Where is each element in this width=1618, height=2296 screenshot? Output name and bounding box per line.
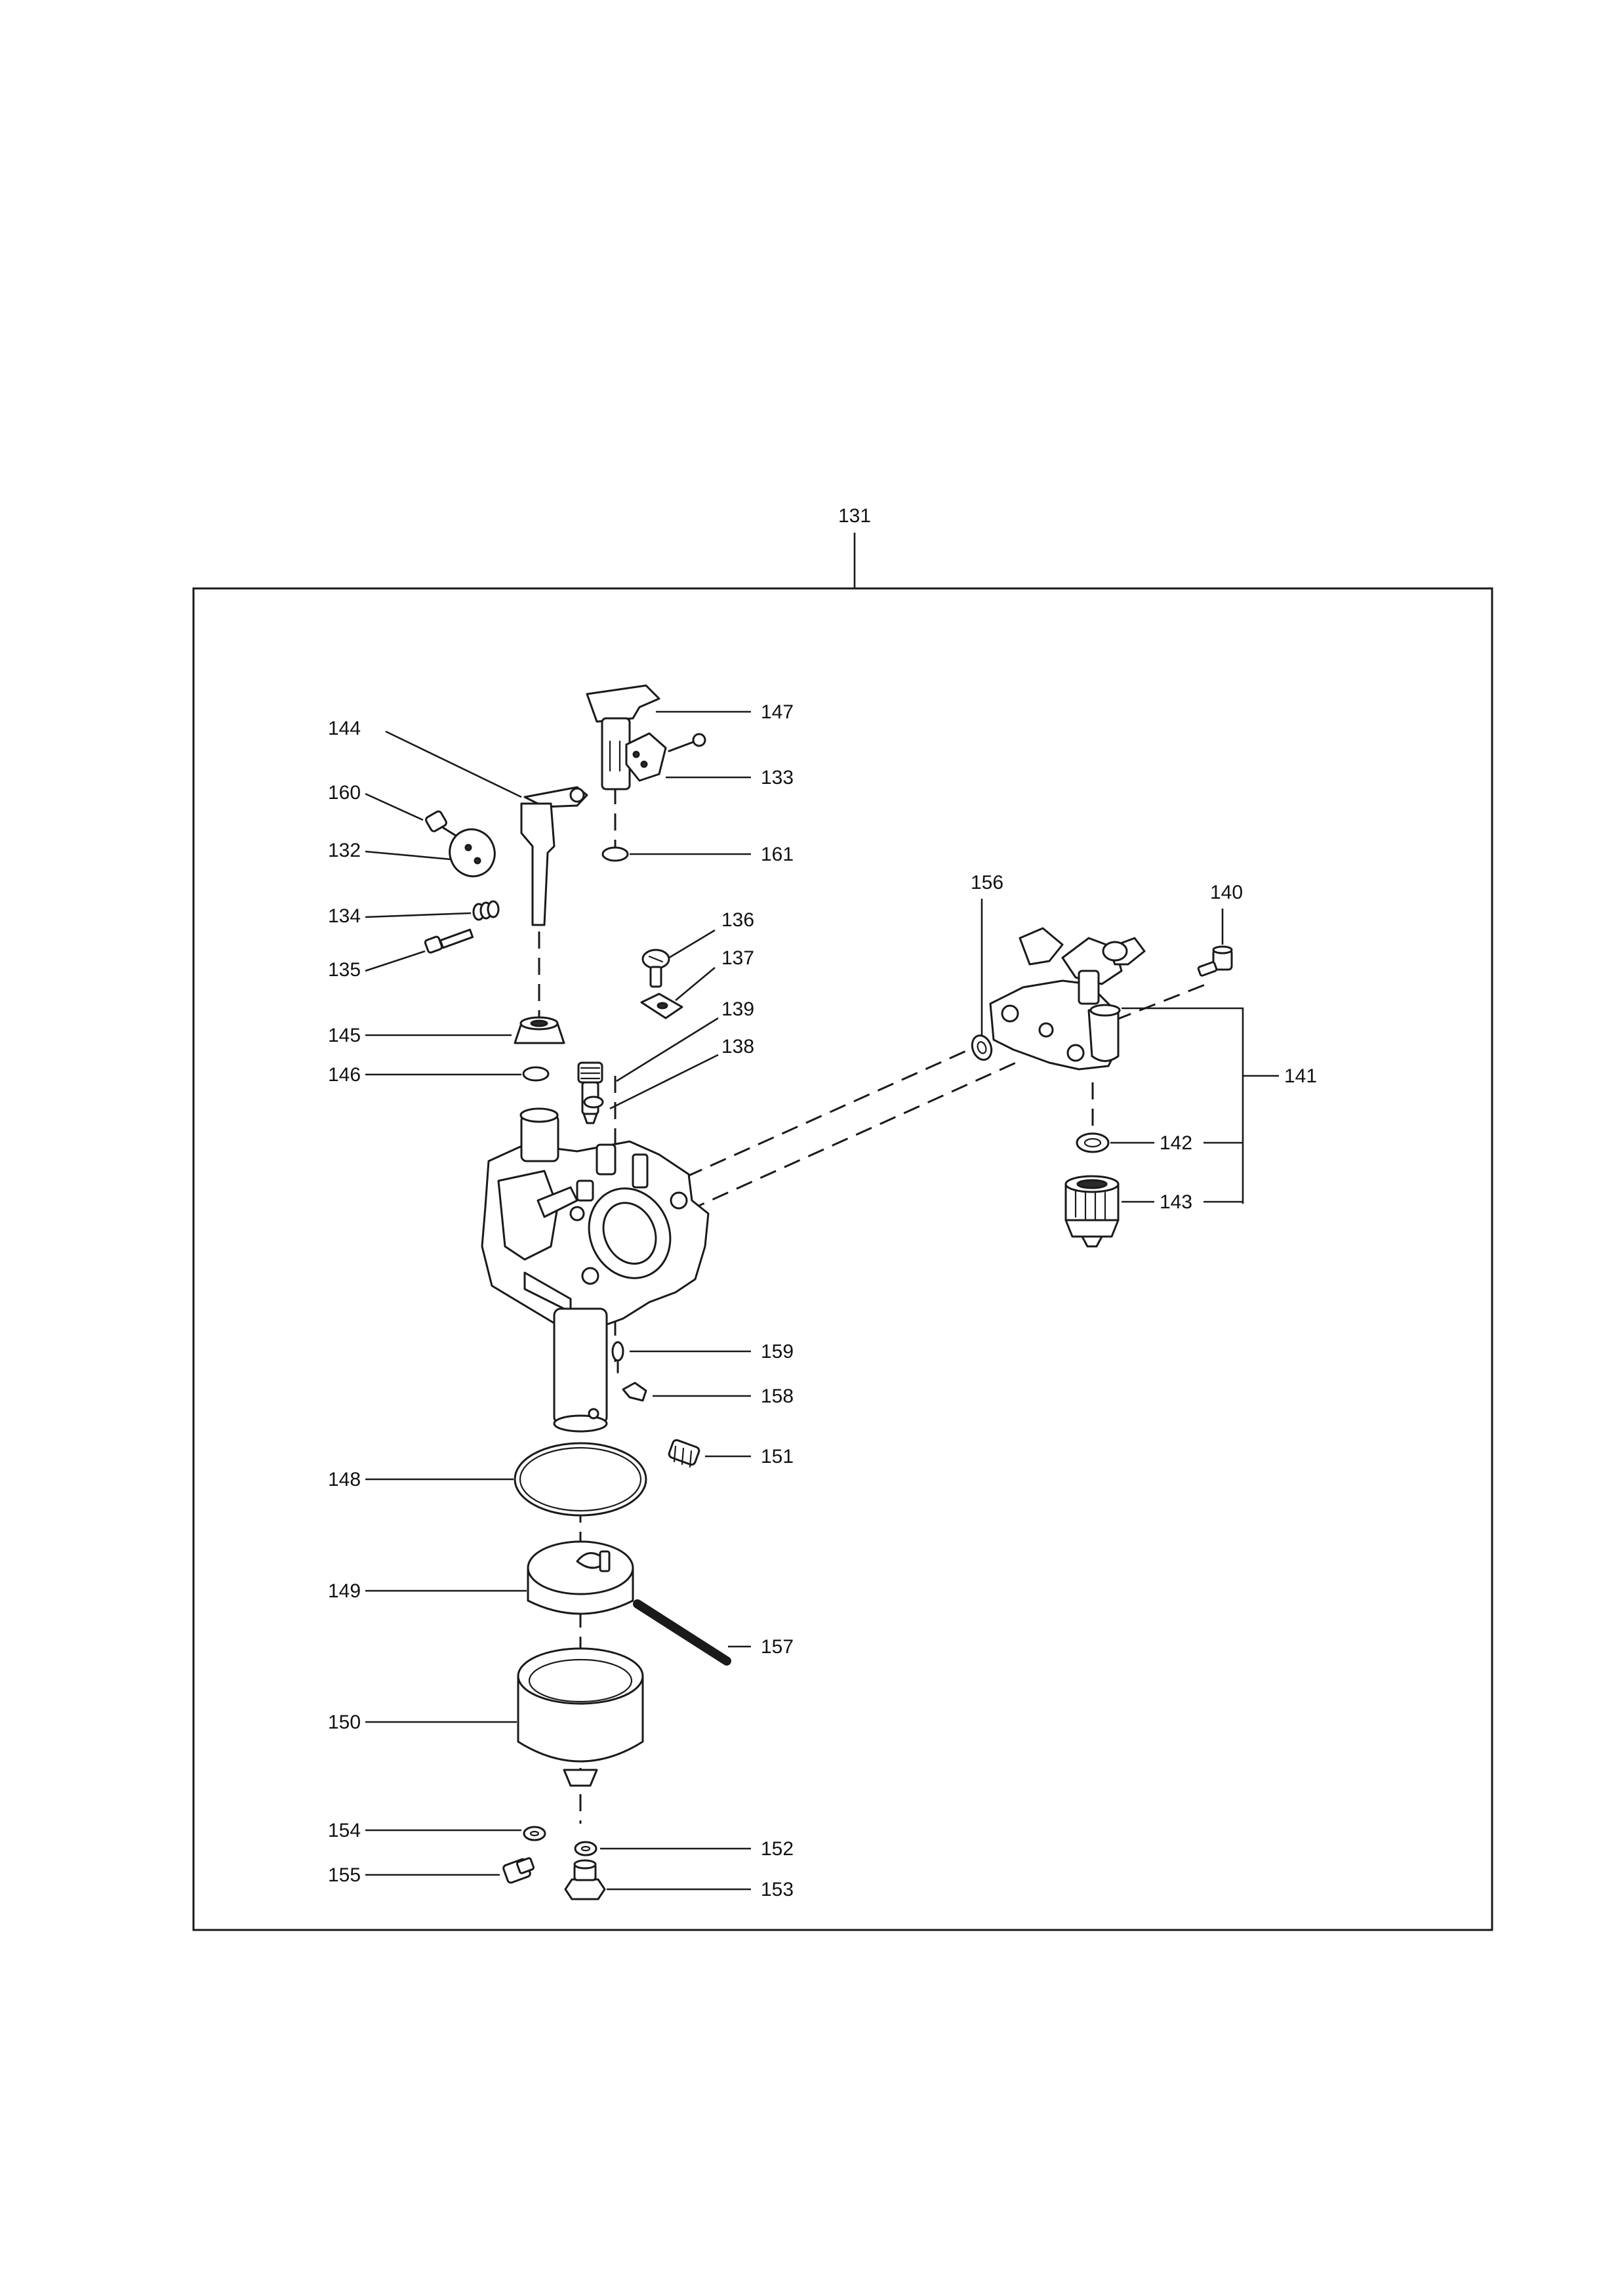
float-part-149 xyxy=(527,1540,634,1615)
label-145: 145 xyxy=(328,1025,361,1046)
label-150: 150 xyxy=(328,1712,361,1733)
label-134: 134 xyxy=(328,905,361,927)
gasket-part-156 xyxy=(971,1035,993,1061)
fuel-cup-part-143 xyxy=(1064,1175,1120,1248)
label-132: 132 xyxy=(328,840,361,861)
throttle-plate-part-133 xyxy=(625,732,706,782)
spring-part-134 xyxy=(472,900,500,921)
bracket-part-137 xyxy=(640,993,683,1019)
label-159: 159 xyxy=(761,1341,794,1363)
leader-132 xyxy=(365,850,452,861)
screw-part-135 xyxy=(424,928,474,954)
label-136: 136 xyxy=(721,909,754,931)
choke-plate-part-132 xyxy=(449,828,496,878)
o-ring-part-161 xyxy=(601,846,629,862)
label-144: 144 xyxy=(328,718,361,739)
label-141: 141 xyxy=(1284,1065,1317,1087)
axis-bolt-140 xyxy=(1114,983,1207,1021)
label-151: 151 xyxy=(761,1446,794,1467)
label-148: 148 xyxy=(328,1469,361,1490)
leader-136 xyxy=(668,929,716,959)
o-ring-part-138 xyxy=(583,1096,604,1109)
choke-shaft-part-144 xyxy=(520,786,588,926)
float-pin-part-157 xyxy=(633,1599,731,1666)
main-jet-part-139 xyxy=(577,1061,603,1124)
label-158: 158 xyxy=(761,1385,794,1407)
float-bowl-part-150 xyxy=(517,1647,644,1787)
axis-fuel-valve-upper xyxy=(662,1042,984,1189)
label-143: 143 xyxy=(1160,1191,1192,1213)
label-142: 142 xyxy=(1160,1132,1192,1154)
label-137: 137 xyxy=(721,947,754,969)
o-ring-part-146 xyxy=(522,1066,550,1082)
label-133: 133 xyxy=(761,767,794,789)
washer-part-152 xyxy=(574,1841,597,1856)
label-152: 152 xyxy=(761,1838,794,1860)
label-161: 161 xyxy=(761,844,794,865)
label-135: 135 xyxy=(328,959,361,981)
bolt-part-155 xyxy=(502,1857,535,1884)
float-needle-part-159 xyxy=(611,1341,624,1374)
label-149: 149 xyxy=(328,1580,361,1602)
leader-137 xyxy=(675,967,716,1001)
screw-part-136 xyxy=(641,949,670,988)
leader-134 xyxy=(365,912,472,918)
bolt-part-140 xyxy=(1197,945,1233,977)
leader-138 xyxy=(609,1054,719,1110)
leader-141 xyxy=(1122,1007,1244,1204)
label-160: 160 xyxy=(328,782,361,804)
choke-screw-part-160 xyxy=(425,810,464,841)
label-157: 157 xyxy=(761,1636,794,1658)
leader-135 xyxy=(365,950,426,972)
label-153: 153 xyxy=(761,1879,794,1900)
washer-part-142 xyxy=(1076,1132,1110,1153)
label-156: 156 xyxy=(971,872,1003,893)
assembly-frame xyxy=(192,587,1493,1931)
label-140: 140 xyxy=(1210,882,1243,903)
leader-144 xyxy=(385,730,522,798)
fuel-valve-housing xyxy=(989,927,1146,1071)
label-147: 147 xyxy=(761,701,794,723)
label-155: 155 xyxy=(328,1864,361,1886)
label-131: 131 xyxy=(838,505,871,527)
cap-part-145 xyxy=(514,1016,565,1044)
nut-part-153 xyxy=(564,1859,606,1900)
label-146: 146 xyxy=(328,1064,361,1086)
bowl-gasket-part-148 xyxy=(514,1442,647,1517)
leader-139 xyxy=(616,1017,719,1082)
plug-screw-part-151 xyxy=(668,1439,700,1468)
axis-fuel-valve-lower xyxy=(688,1058,1024,1212)
washer-part-154 xyxy=(523,1826,546,1841)
carburetor-body xyxy=(481,1107,710,1433)
clip-part-158 xyxy=(622,1382,647,1402)
label-139: 139 xyxy=(721,998,754,1020)
label-138: 138 xyxy=(721,1036,754,1057)
label-154: 154 xyxy=(328,1820,361,1841)
leader-160 xyxy=(365,792,424,821)
